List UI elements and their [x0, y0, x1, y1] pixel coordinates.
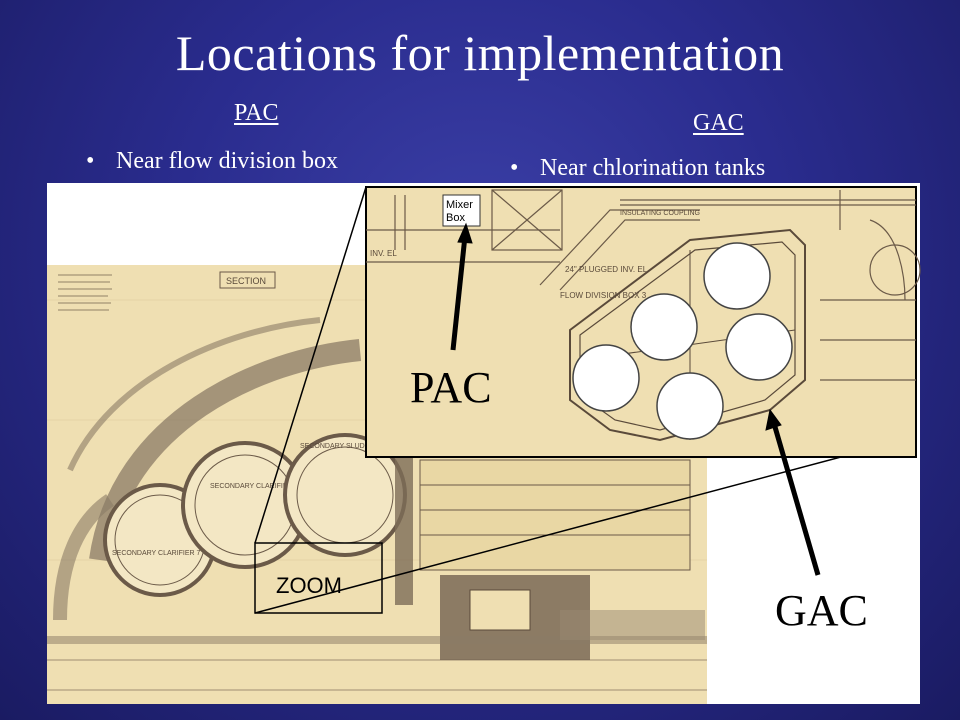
svg-text:Mixer: Mixer	[446, 199, 473, 211]
pac-bullet: • Near flow division box	[86, 148, 338, 175]
bullet-icon: •	[510, 155, 519, 181]
pac-callout: PAC	[410, 363, 492, 412]
svg-text:24" PLUGGED INV. EL: 24" PLUGGED INV. EL	[565, 265, 648, 274]
svg-text:INV. EL: INV. EL	[370, 249, 397, 258]
gac-arrow	[765, 408, 821, 576]
chlorination-tank-outline	[569, 228, 806, 442]
gac-bullet: • Near chlorination tanks	[510, 155, 765, 182]
gac-vessel	[725, 313, 793, 381]
pac-heading: PAC	[234, 100, 279, 126]
svg-text:SECONDARY SLUDGE WET WELL: SECONDARY SLUDGE WET WELL	[300, 443, 413, 450]
svg-text:FLOW DIVISION BOX 3: FLOW DIVISION BOX 3	[560, 291, 647, 300]
process-tanks	[419, 459, 691, 571]
zoom-box	[254, 542, 383, 614]
section-label: SECTION	[226, 276, 266, 286]
gac-callout: GAC	[775, 586, 868, 635]
gac-bullet-text: Near chlorination tanks	[540, 155, 766, 181]
svg-text:Box: Box	[446, 212, 465, 224]
gac-vessel	[656, 372, 724, 440]
zoom-line-bottom	[254, 436, 917, 614]
pac-bullet-text: Near flow division box	[116, 148, 338, 174]
svg-text:SECONDARY CLARIFIER 8: SECONDARY CLARIFIER 8	[210, 483, 299, 490]
drawing-notes	[58, 274, 112, 311]
mixer-box	[442, 194, 481, 227]
slide-title: Locations for implementation	[175, 25, 785, 81]
gac-vessel	[572, 344, 640, 412]
pac-arrow	[450, 222, 473, 351]
bullet-icon: •	[86, 148, 95, 174]
gac-vessel	[630, 293, 698, 361]
gac-heading: GAC	[693, 110, 744, 136]
gac-vessels	[572, 242, 793, 440]
zoom-label: ZOOM	[276, 573, 342, 598]
svg-text:SECONDARY CLARIFIER 7: SECONDARY CLARIFIER 7	[112, 550, 201, 557]
inset-linework	[366, 189, 921, 381]
zoom-line-top	[254, 186, 367, 544]
svg-text:INSULATING COUPLING: INSULATING COUPLING	[620, 210, 700, 217]
gac-vessel	[703, 242, 771, 310]
